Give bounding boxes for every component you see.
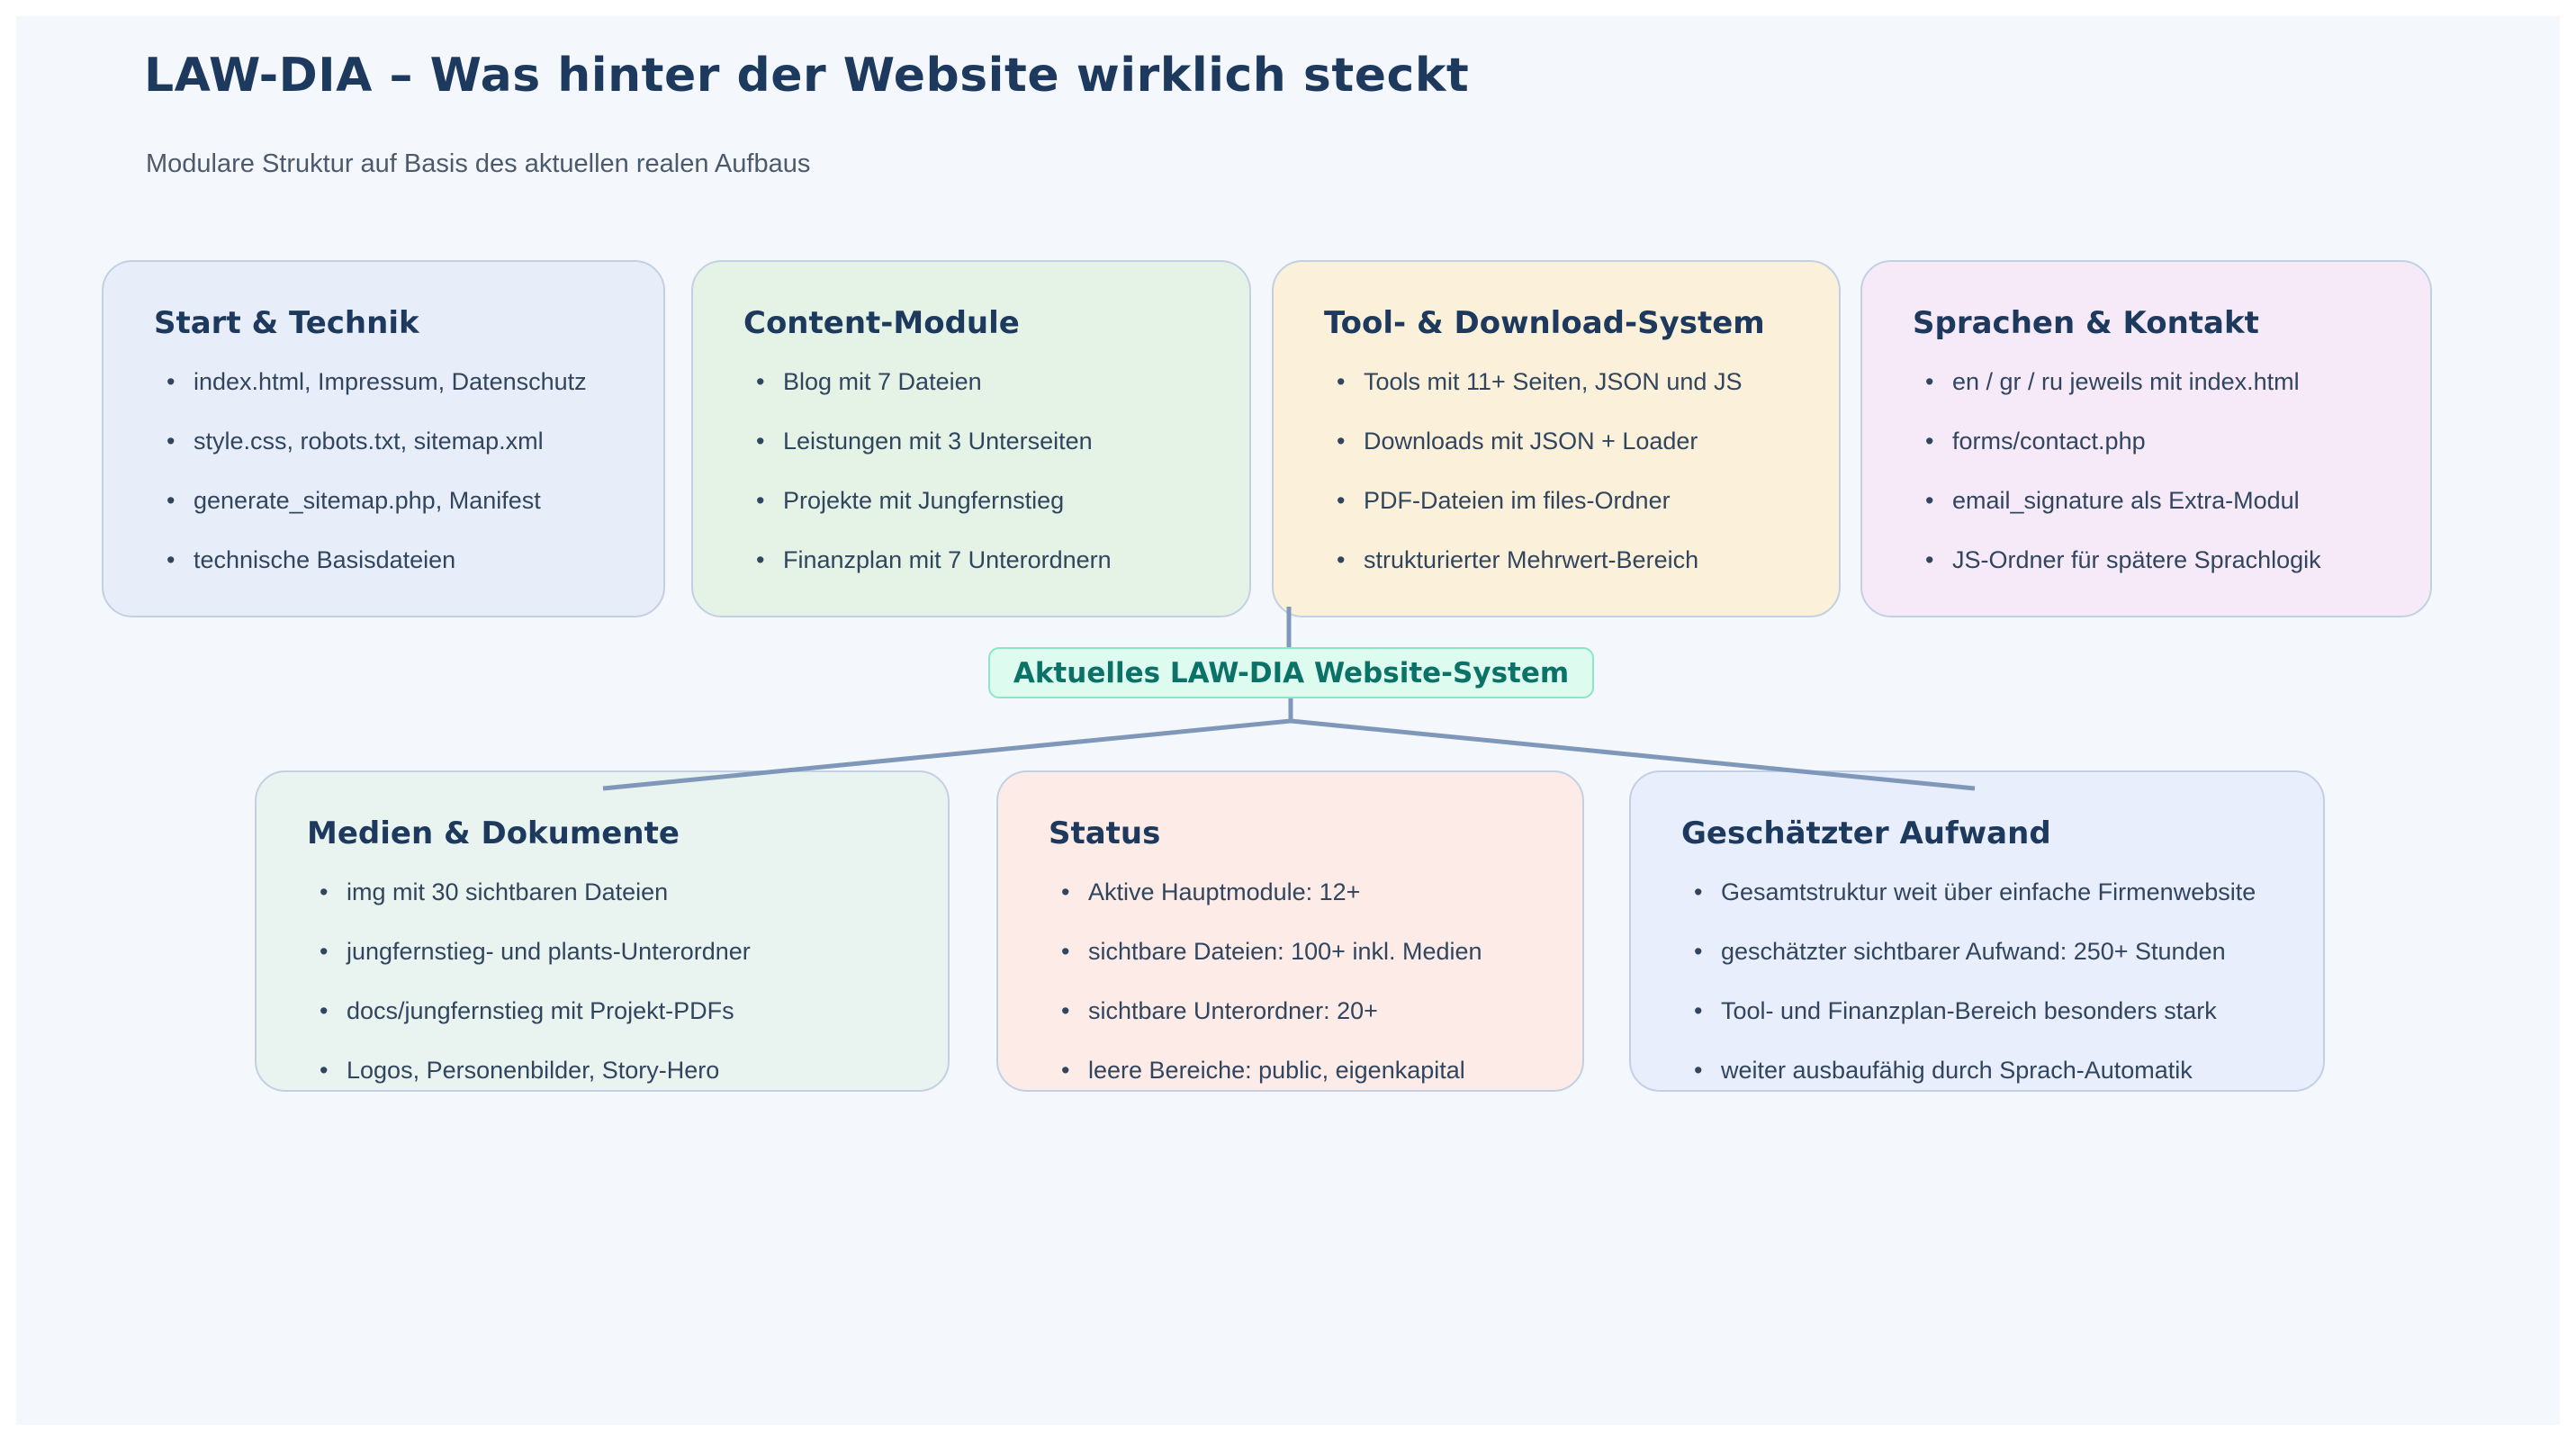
card-bullet-item: Gesamtstruktur weit über einfache Firmen…	[1681, 875, 2280, 909]
card-bullet-item: en / gr / ru jeweils mit index.html	[1913, 365, 2387, 399]
card-bullet-item: sichtbare Dateien: 100+ inkl. Medien	[1049, 934, 1539, 968]
page-title: LAW-DIA – Was hinter der Website wirklic…	[144, 49, 1470, 103]
card-bullet-item: forms/contact.php	[1913, 424, 2387, 458]
card-bullet-item: Aktive Hauptmodule: 12+	[1049, 875, 1539, 909]
card-geschaetzter-aufwand: Geschätzter Aufwand Gesamtstruktur weit …	[1629, 770, 2325, 1092]
card-content-module: Content-Module Blog mit 7 Dateien Leistu…	[691, 260, 1251, 617]
page-subtitle: Modulare Struktur auf Basis des aktuelle…	[146, 149, 811, 178]
card-bullet-list: img mit 30 sichtbaren Dateien jungfernst…	[307, 875, 905, 1087]
card-bullet-item: weiter ausbaufähig durch Sprach-Automati…	[1681, 1053, 2280, 1087]
card-bullet-item: strukturierter Mehrwert-Bereich	[1324, 543, 1796, 577]
card-title: Medien & Dokumente	[307, 815, 680, 851]
card-bullet-item: Finanzplan mit 7 Unterordnern	[743, 543, 1206, 577]
card-bullet-item: PDF-Dateien im files-Ordner	[1324, 483, 1796, 518]
card-bullet-item: leere Bereiche: public, eigenkapital	[1049, 1053, 1539, 1087]
card-bullet-item: Leistungen mit 3 Unterseiten	[743, 424, 1206, 458]
card-bullet-list: Tools mit 11+ Seiten, JSON und JS Downlo…	[1324, 365, 1796, 577]
card-tool-download-system: Tool- & Download-System Tools mit 11+ Se…	[1272, 260, 1841, 617]
card-bullet-item: Projekte mit Jungfernstieg	[743, 483, 1206, 518]
card-sprachen-kontakt: Sprachen & Kontakt en / gr / ru jeweils …	[1860, 260, 2432, 617]
connector-lines	[602, 607, 1976, 791]
card-bullet-item: jungfernstieg- und plants-Unterordner	[307, 934, 905, 968]
card-bullet-item: Tools mit 11+ Seiten, JSON und JS	[1324, 365, 1796, 399]
card-title: Content-Module	[743, 305, 1020, 341]
card-start-technik: Start & Technik index.html, Impressum, D…	[102, 260, 665, 617]
card-bullet-item: index.html, Impressum, Datenschutz	[154, 365, 620, 399]
card-title: Status	[1049, 815, 1161, 851]
card-bullet-list: en / gr / ru jeweils mit index.html form…	[1913, 365, 2387, 577]
card-bullet-item: docs/jungfernstieg mit Projekt-PDFs	[307, 994, 905, 1028]
card-bullet-item: Logos, Personenbilder, Story-Hero	[307, 1053, 905, 1087]
card-bullet-item: JS-Ordner für spätere Sprachlogik	[1913, 543, 2387, 577]
card-medien-dokumente: Medien & Dokumente img mit 30 sichtbaren…	[255, 770, 950, 1092]
card-bullet-list: Blog mit 7 Dateien Leistungen mit 3 Unte…	[743, 365, 1206, 577]
card-bullet-list: Gesamtstruktur weit über einfache Firmen…	[1681, 875, 2280, 1087]
card-title: Start & Technik	[154, 305, 419, 341]
card-bullet-item: email_signature als Extra-Modul	[1913, 483, 2387, 518]
card-bullet-item: geschätzter sichtbarer Aufwand: 250+ Stu…	[1681, 934, 2280, 968]
card-bullet-item: img mit 30 sichtbaren Dateien	[307, 875, 905, 909]
card-bullet-item: generate_sitemap.php, Manifest	[154, 483, 620, 518]
card-bullet-list: Aktive Hauptmodule: 12+ sichtbare Dateie…	[1049, 875, 1539, 1087]
card-bullet-item: technische Basisdateien	[154, 543, 620, 577]
card-status: Status Aktive Hauptmodule: 12+ sichtbare…	[996, 770, 1584, 1092]
card-title: Geschätzter Aufwand	[1681, 815, 2051, 851]
card-bullet-list: index.html, Impressum, Datenschutz style…	[154, 365, 620, 577]
card-bullet-item: sichtbare Unterordner: 20+	[1049, 994, 1539, 1028]
card-bullet-item: Downloads mit JSON + Loader	[1324, 424, 1796, 458]
card-title: Sprachen & Kontakt	[1913, 305, 2259, 341]
center-node-website-system: Aktuelles LAW-DIA Website-System	[988, 647, 1594, 698]
center-node-label: Aktuelles LAW-DIA Website-System	[1013, 656, 1570, 689]
diagram-panel: LAW-DIA – Was hinter der Website wirklic…	[16, 16, 2560, 1425]
card-bullet-item: style.css, robots.txt, sitemap.xml	[154, 424, 620, 458]
card-title: Tool- & Download-System	[1324, 305, 1765, 341]
card-bullet-item: Tool- und Finanzplan-Bereich besonders s…	[1681, 994, 2280, 1028]
card-bullet-item: Blog mit 7 Dateien	[743, 365, 1206, 399]
